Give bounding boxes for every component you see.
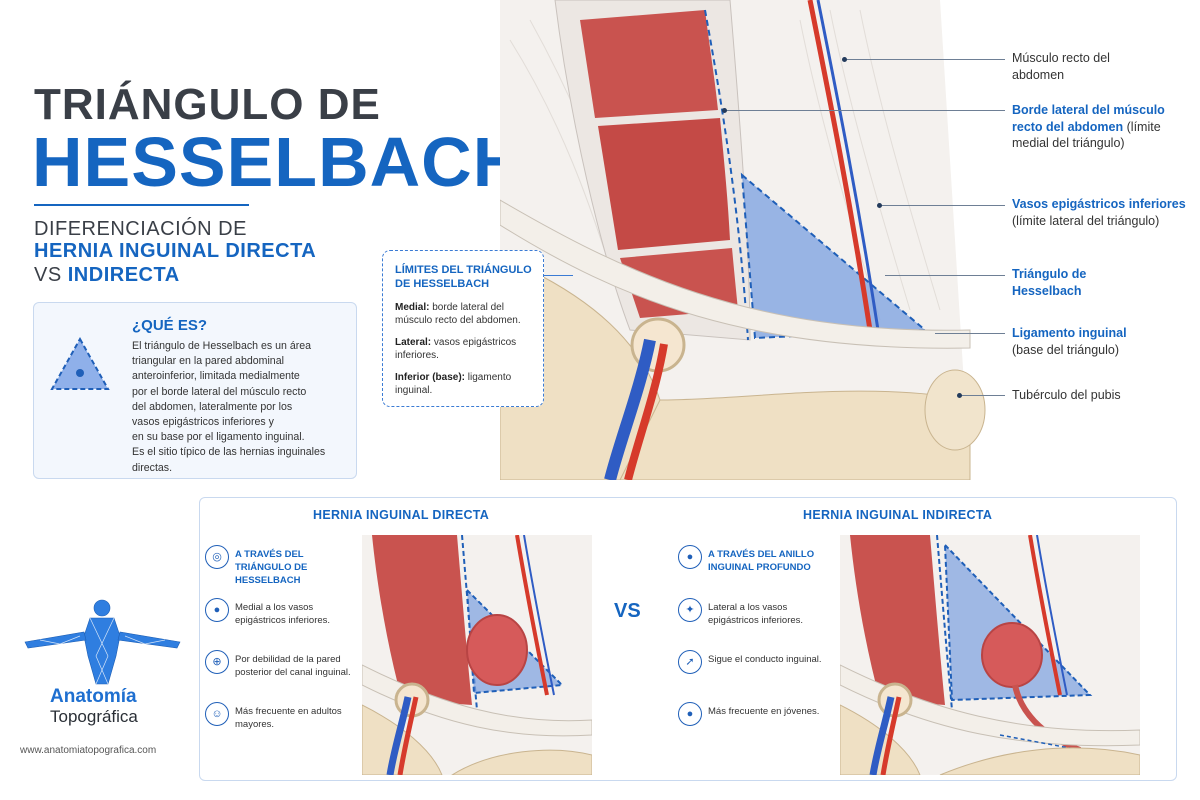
- label-ligamento-bold: Ligamento inguinal: [1012, 326, 1127, 340]
- epigastric-vein: [816, 0, 880, 331]
- leader-line: [935, 333, 1005, 334]
- limits-box: LÍMITES DEL TRIÁNGULO DE HESSELBACH Medi…: [382, 250, 544, 407]
- directa-feature-text: Por debilidad de la pared posterior del …: [235, 654, 351, 678]
- brand-name: Anatomía: [50, 686, 137, 707]
- que-es-card: ¿QUÉ ES? El triángulo de Hesselbach es u…: [33, 302, 357, 479]
- lateral-border-line: [704, 9, 749, 341]
- que-es-line: vasos epigástricos inferiores y: [132, 416, 274, 429]
- limit-inferior-label: Inferior (base):: [395, 372, 466, 383]
- label-recto-line-2: abdomen: [1012, 67, 1065, 82]
- leader-line: [960, 395, 1005, 396]
- pubic-tubercle: [924, 369, 986, 451]
- directa-title: HERNIA INGUINAL DIRECTA: [313, 508, 490, 522]
- leader-dot: [722, 108, 727, 113]
- que-es-line: por el borde lateral del músculo recto: [132, 385, 307, 398]
- rectus-muscle-segment: [580, 10, 718, 118]
- subtitle-line-3: VS INDIRECTA: [34, 264, 180, 287]
- label-vasos-bold: Vasos epigástricos inferiores: [1012, 197, 1186, 211]
- indirecta-illustration: [840, 535, 1140, 775]
- limit-lateral-label: Lateral:: [395, 337, 432, 348]
- brand-logo-icon: [24, 599, 181, 685]
- leader-line: [845, 59, 1005, 60]
- indirecta-feature-text: Lateral a los vasos epigástricos inferio…: [708, 602, 804, 626]
- subtitle-line-2: HERNIA INGUINAL DIRECTA: [34, 240, 317, 262]
- que-es-line: directas.: [132, 461, 173, 474]
- indirecta-feature-text: Sigue el conducto inguinal.: [708, 654, 822, 665]
- directa-feature-text: A TRAVÉS DEL TRIÁNGULO DE HESSELBACH: [235, 549, 308, 586]
- limit-medial: Medial: borde lateral del músculo recto …: [395, 301, 535, 327]
- limit-lateral: Lateral: vasos epigástricos inferiores.: [395, 336, 535, 362]
- que-es-line: Es el sitio típico de las hernias inguin…: [132, 446, 326, 459]
- que-es-line: El triángulo de Hesselbach es un área: [132, 340, 312, 352]
- limits-title: LÍMITES DEL TRIÁNGULO DE HESSELBACH: [395, 264, 532, 290]
- label-recto-line-1: Músculo recto del: [1012, 51, 1110, 65]
- que-es-line: del abdomen, lateralmente por los: [132, 400, 293, 413]
- directa-feature-text: Más frecuente en adultos mayores.: [235, 706, 342, 730]
- triangle-icon: [50, 336, 110, 390]
- indirecta-feature-text: Más frecuente en jóvenes.: [708, 706, 820, 717]
- website-link[interactable]: www.anatomiatopografica.com: [20, 745, 157, 756]
- hernia-sac: [466, 614, 528, 686]
- arrow-icon: ➚: [678, 650, 702, 674]
- que-es-line: triangular en la pared abdominal: [132, 355, 284, 368]
- label-triangulo-bold: Triángulo de Hesselbach: [1012, 267, 1087, 298]
- indirecta-feature-text: A TRAVÉS DEL ANILLO INGUINAL PROFUNDO: [708, 549, 815, 573]
- subtitle-vs: VS: [34, 264, 62, 286]
- label-vasos: Vasos epigástricos inferiores (límite la…: [1012, 196, 1192, 229]
- walking-icon: ✦: [678, 598, 702, 622]
- limit-inferior-text: ligamento inguinal.: [395, 372, 512, 396]
- directa-feature-text: Medial a los vasos epigástricos inferior…: [235, 602, 331, 626]
- que-es-text: El triángulo de Hesselbach es un área tr…: [132, 339, 347, 476]
- que-es-title: ¿QUÉ ES?: [132, 317, 208, 334]
- leader-line: [725, 110, 1005, 111]
- person-icon: ●: [205, 598, 229, 622]
- label-borde-bold: Borde lateral del músculo recto del abdo…: [1012, 103, 1165, 134]
- limit-medial-label: Medial:: [395, 302, 430, 313]
- label-recto: Músculo recto del abdomen: [1012, 50, 1192, 83]
- que-es-line: anteroinferior, limitada medialmente: [132, 370, 300, 383]
- label-borde-lateral: Borde lateral del músculo recto del abdo…: [1012, 102, 1192, 152]
- anatomy-illustration: [500, 0, 986, 480]
- indirecta-title: HERNIA INGUINAL INDIRECTA: [803, 508, 993, 522]
- leader-line: [880, 205, 1005, 206]
- label-triangulo: Triángulo de Hesselbach: [1012, 266, 1132, 299]
- leader-line: [885, 275, 1005, 276]
- ring-icon: ●: [678, 545, 702, 569]
- inguinal-ligament: [500, 199, 971, 349]
- target-icon: ◎: [205, 545, 229, 569]
- subtitle-line-1: DIFERENCIACIÓN DE: [34, 218, 247, 240]
- brand-sub: Topográfica: [50, 707, 138, 726]
- leader-dot: [842, 57, 847, 62]
- young-person-icon: ●: [678, 702, 702, 726]
- subtitle-indirecta: INDIRECTA: [67, 264, 180, 286]
- limit-inferior: Inferior (base): ligamento inguinal.: [395, 371, 535, 397]
- rectus-muscle-segment: [598, 118, 730, 250]
- hernia-sac: [981, 622, 1043, 688]
- label-vasos-rest: (límite lateral del triángulo): [1012, 213, 1160, 228]
- title-line-2: HESSELBACH: [32, 123, 525, 201]
- label-borde-rest: (límite medial del triángulo): [1012, 119, 1161, 151]
- vs-label: VS: [614, 600, 641, 622]
- title-line-1: TRIÁNGULO DE: [34, 80, 381, 129]
- leader-dot: [877, 203, 882, 208]
- elderly-icon: ☺: [205, 702, 229, 726]
- epigastric-artery: [807, 0, 873, 331]
- limits-connector: [543, 275, 573, 276]
- que-es-line: en su base por el ligamento inguinal.: [132, 431, 305, 444]
- globe-icon: ⊕: [205, 650, 229, 674]
- label-ligamento-rest: (base del triángulo): [1012, 342, 1120, 357]
- directa-illustration: [362, 535, 592, 775]
- title-divider: [34, 204, 249, 206]
- label-tuberculo: Tubérculo del pubis: [1012, 388, 1121, 402]
- limit-lateral-text: vasos epigástricos inferiores.: [395, 337, 517, 361]
- label-ligamento: Ligamento inguinal (base del triángulo): [1012, 325, 1192, 358]
- limit-medial-text: borde lateral del músculo recto del abdo…: [395, 302, 521, 326]
- leader-dot: [957, 393, 962, 398]
